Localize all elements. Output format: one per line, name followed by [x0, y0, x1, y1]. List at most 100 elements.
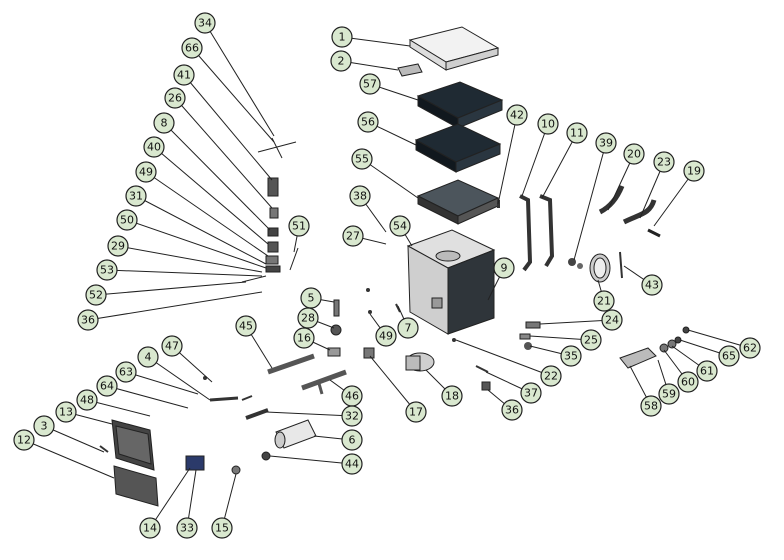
leader-line-c11: [541, 132, 578, 199]
callout-bubble: [580, 329, 602, 351]
leader-line-c36a: [87, 291, 263, 321]
callout-c56: 56: [357, 111, 379, 133]
callout-number: 66: [185, 42, 199, 55]
callout-number: 15: [215, 522, 229, 535]
callout-bubble: [540, 365, 562, 387]
part-hose-b: [622, 199, 657, 225]
callout-c31: 31: [125, 185, 147, 207]
callout-number: 31: [129, 190, 143, 203]
callout-number: 20: [627, 148, 641, 161]
callout-c21: 21: [593, 290, 615, 312]
callout-c47: 47: [161, 335, 183, 357]
part-drain: [452, 338, 456, 342]
leader-line-c22: [455, 339, 552, 377]
callout-number: 52: [89, 289, 103, 302]
callout-number: 45: [239, 320, 253, 333]
callout-bubble: [125, 185, 147, 207]
part-pin: [289, 247, 299, 271]
leader-line-c42: [497, 114, 518, 205]
callout-bubble: [116, 209, 138, 231]
callout-number: 56: [361, 116, 375, 129]
part-spray-arm: [257, 137, 297, 159]
callout-c20: 20: [623, 143, 645, 165]
callout-number: 14: [143, 522, 157, 535]
part-rack-lower: [416, 179, 500, 225]
leader-line-c64: [106, 385, 189, 409]
callout-bubble: [601, 309, 623, 331]
callout-number: 32: [345, 410, 359, 423]
leader-line-c66: [191, 47, 275, 143]
callout-bubble: [173, 64, 195, 86]
callout-number: 6: [349, 434, 356, 447]
callout-c61: 61: [696, 360, 718, 382]
leader-line-c1: [341, 36, 411, 47]
callout-number: 47: [165, 340, 179, 353]
part-rod-short: [647, 228, 661, 238]
callout-number: 3: [41, 420, 48, 433]
leader-line-c44: [269, 455, 353, 465]
callout-bubble: [739, 337, 761, 359]
callout-c19: 19: [683, 160, 705, 182]
callout-bubble: [593, 290, 615, 312]
leader-line-c53: [106, 269, 263, 277]
callout-bubble: [357, 111, 379, 133]
callout-bubble: [297, 307, 319, 329]
callout-bubble: [658, 383, 680, 405]
callout-c53: 53: [96, 259, 118, 281]
callout-bubble: [76, 389, 98, 411]
leader-line-c10: [521, 123, 549, 197]
leader-line-c31: [135, 195, 267, 265]
callout-number: 65: [722, 350, 736, 363]
callout-c57: 57: [359, 73, 381, 95]
callout-c24: 24: [601, 309, 623, 331]
leader-line-c62: [687, 329, 751, 349]
part-switch: [231, 465, 241, 475]
part-rack-middle: [414, 123, 502, 173]
callout-bubble: [96, 259, 118, 281]
leader-line-c48: [86, 399, 151, 417]
part-detergent-pump: [619, 326, 690, 369]
part-control-box: [185, 455, 205, 471]
callout-bubble: [718, 345, 740, 367]
callout-bubble: [341, 453, 363, 475]
callout-number: 10: [541, 118, 555, 131]
leader-line-c3: [43, 425, 105, 453]
callout-c64: 64: [96, 375, 118, 397]
callout-c66: 66: [181, 37, 203, 59]
callout-bubble: [351, 148, 373, 170]
callout-c51: 51: [288, 215, 310, 237]
part-wash-column: [241, 177, 281, 283]
callout-bubble: [211, 517, 233, 539]
callout-c13: 13: [55, 401, 77, 423]
callout-number: 4: [145, 351, 152, 364]
leader-line-c50: [126, 219, 267, 269]
callout-number: 17: [409, 406, 423, 419]
callout-bubble: [623, 143, 645, 165]
callout-bubble: [288, 215, 310, 237]
callout-bubble: [566, 122, 588, 144]
callout-c6: 6: [341, 429, 363, 451]
callout-number: 21: [597, 295, 611, 308]
callout-c62: 62: [739, 337, 761, 359]
callout-c3: 3: [33, 415, 55, 437]
callout-c40: 40: [143, 136, 165, 158]
callout-c36b: 36: [501, 399, 523, 421]
callout-c26: 26: [164, 87, 186, 109]
callout-bubble: [683, 160, 705, 182]
callout-number: 35: [564, 350, 578, 363]
callout-number: 60: [681, 376, 695, 389]
part-tube-b: [539, 194, 555, 268]
callout-bubble: [293, 327, 315, 349]
callout-c9: 9: [493, 257, 515, 279]
callout-bubble: [341, 405, 363, 427]
callout-number: 22: [544, 370, 558, 383]
callout-number: 28: [301, 312, 315, 325]
callout-bubble: [107, 235, 129, 257]
callout-c42: 42: [506, 104, 528, 126]
callout-c34: 34: [194, 12, 216, 34]
callout-bubble: [653, 151, 675, 173]
part-valve: [519, 321, 541, 350]
callout-bubble: [33, 415, 55, 437]
part-small-pins: [366, 288, 401, 314]
leader-line-c52: [95, 281, 247, 296]
